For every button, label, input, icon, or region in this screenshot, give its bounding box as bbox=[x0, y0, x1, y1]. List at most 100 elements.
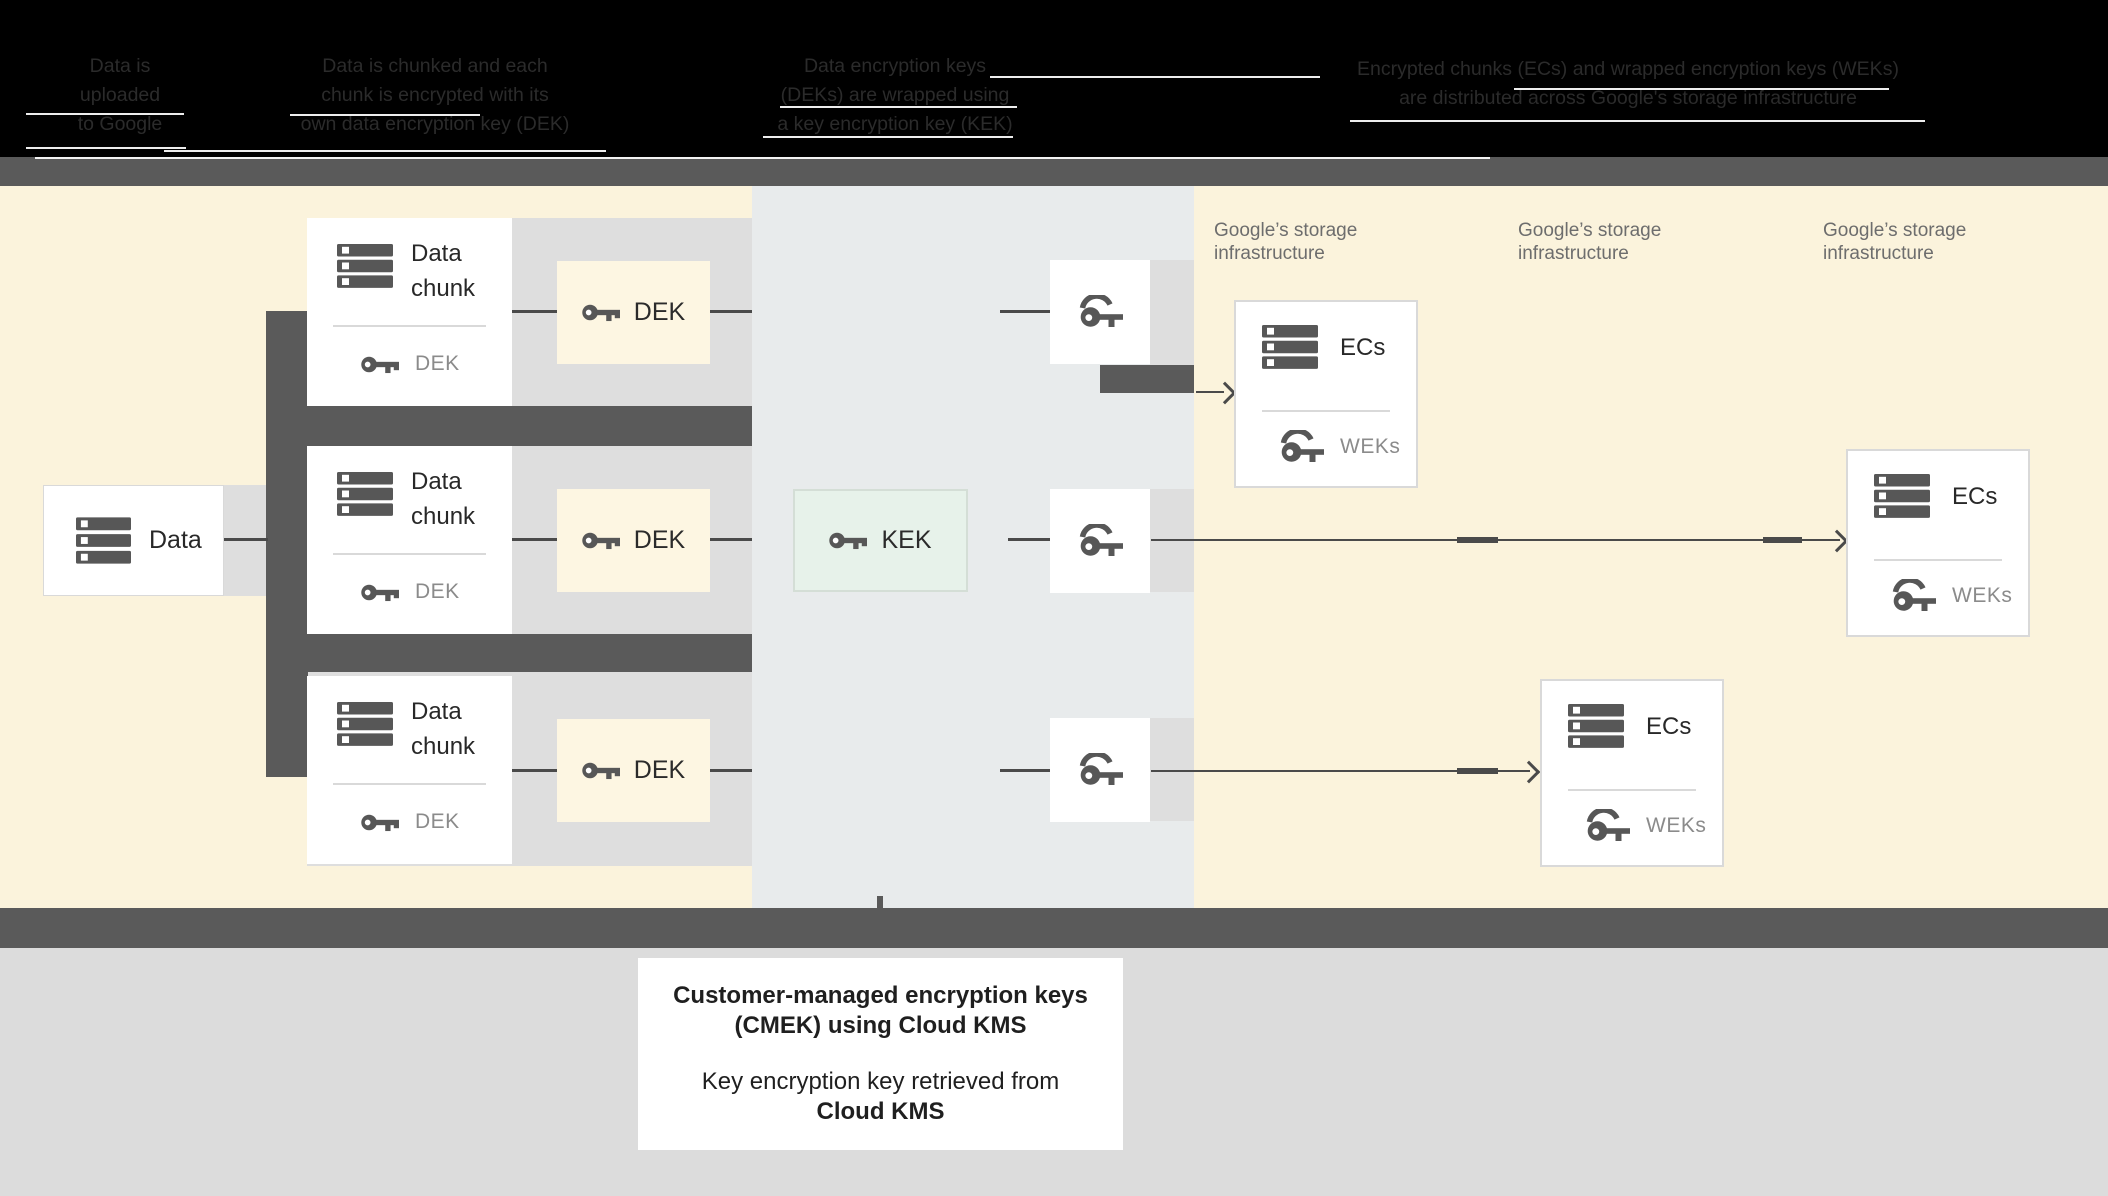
card-divider bbox=[333, 783, 486, 785]
ecs-card: ECs WEKs bbox=[1234, 300, 1418, 488]
ecs-wek-label: WEKs bbox=[1646, 814, 1707, 837]
wrapped-key-icon bbox=[1892, 579, 1936, 611]
chunk-dek-label: DEK bbox=[415, 580, 460, 603]
card-divider bbox=[1874, 559, 2002, 561]
connector-line bbox=[512, 769, 557, 772]
ecs-title: ECs bbox=[1952, 483, 1998, 510]
wrapped-key-box bbox=[1050, 260, 1150, 364]
key-icon bbox=[361, 356, 399, 373]
header-step-1-line: Data is bbox=[89, 55, 151, 77]
connector-bar bbox=[266, 406, 752, 446]
storage-infra-label: Google’s storage infrastructure bbox=[1823, 219, 2043, 265]
key-icon bbox=[361, 814, 399, 831]
header-step-4: Encrypted chunks (ECs) and wrapped encry… bbox=[1320, 55, 1936, 113]
header-step-4-line: Encrypted chunks (ECs) and wrapped encry… bbox=[1357, 58, 1899, 80]
arrow-line bbox=[1151, 770, 1530, 772]
chunk-title: Data chunk bbox=[411, 694, 475, 764]
chunk-dek-label: DEK bbox=[415, 352, 460, 375]
data-chunk-card: Data chunk DEK bbox=[307, 676, 512, 864]
storage-icon bbox=[1262, 325, 1318, 369]
connector-line bbox=[224, 538, 268, 541]
storage-icon bbox=[337, 702, 393, 746]
footer-area: Customer-managed encryption keys (CMEK) … bbox=[0, 948, 2108, 1196]
caption-card: Customer-managed encryption keys (CMEK) … bbox=[638, 958, 1123, 1150]
dek-box: DEK bbox=[557, 719, 710, 822]
header-step-2-line: chunk is encrypted with its bbox=[321, 84, 549, 106]
header-step-4-line: are distributed across Google's storage … bbox=[1399, 87, 1857, 109]
arrowhead bbox=[1517, 760, 1541, 784]
connector-line bbox=[512, 538, 557, 541]
underline-artifact bbox=[1514, 88, 1889, 90]
arrow-line bbox=[1196, 391, 1224, 393]
header-step-3-line: (DEKs) are wrapped using bbox=[780, 84, 1010, 106]
storage-infra-label-line: infrastructure bbox=[1214, 243, 1325, 264]
card-divider bbox=[1262, 410, 1390, 412]
data-chunk-card: Data chunk DEK bbox=[307, 446, 512, 634]
wrapped-key-box bbox=[1050, 718, 1150, 822]
key-icon bbox=[829, 532, 868, 550]
connector-line bbox=[710, 538, 752, 541]
header-step-2: Data is chunked and each chunk is encryp… bbox=[255, 52, 615, 139]
wek-flow-bar bbox=[1100, 365, 1194, 393]
dek-box-label: DEK bbox=[633, 756, 686, 784]
fanout-trunk bbox=[266, 311, 308, 777]
underline-artifact bbox=[164, 150, 606, 152]
card-divider bbox=[333, 553, 486, 555]
header-band: Data is uploaded to Google Data is chunk… bbox=[0, 0, 2108, 157]
underline-artifact bbox=[763, 136, 1013, 138]
wrapped-key-icon bbox=[1079, 524, 1123, 556]
arrow-dash bbox=[1763, 537, 1802, 543]
header-step-1-line: to Google bbox=[77, 113, 163, 135]
ecs-title: ECs bbox=[1646, 713, 1692, 740]
dek-box: DEK bbox=[557, 261, 710, 364]
underline-artifact bbox=[780, 106, 1017, 108]
chunk-title-line: Data bbox=[411, 698, 462, 725]
chunk-title-line: chunk bbox=[411, 503, 476, 530]
dek-box: DEK bbox=[557, 489, 710, 592]
header-step-3-line: a key encryption key (KEK) bbox=[777, 113, 1013, 135]
underline-artifact bbox=[290, 114, 480, 116]
connector-line bbox=[512, 310, 557, 313]
storage-icon bbox=[1568, 704, 1624, 748]
ecs-wek-label: WEKs bbox=[1952, 584, 2013, 607]
arrowhead bbox=[1825, 529, 1849, 553]
storage-infra-label-line: Google’s storage bbox=[1518, 220, 1662, 241]
kek-box: KEK bbox=[793, 489, 968, 592]
wrapped-key-icon bbox=[1079, 753, 1123, 785]
connector-line bbox=[1000, 310, 1050, 313]
card-divider bbox=[333, 325, 486, 327]
caption-subtitle-line: Cloud KMS bbox=[816, 1098, 945, 1125]
underline-artifact bbox=[990, 76, 1320, 78]
key-icon bbox=[582, 532, 620, 550]
key-icon bbox=[582, 304, 620, 322]
data-chunk-card: Data chunk DEK bbox=[307, 218, 512, 406]
storage-infra-label-line: Google’s storage bbox=[1214, 220, 1358, 241]
card-divider bbox=[1568, 789, 1696, 791]
storage-infra-label-line: Google’s storage bbox=[1823, 220, 1967, 241]
arrowhead bbox=[1213, 381, 1237, 405]
ecs-card: ECs WEKs bbox=[1846, 449, 2030, 637]
keybox-shadow bbox=[1150, 260, 1194, 367]
dek-box-label: DEK bbox=[633, 526, 686, 554]
underline-artifact bbox=[1350, 120, 1925, 122]
chunk-title-line: chunk bbox=[411, 733, 476, 760]
chunk-title: Data chunk bbox=[411, 464, 475, 534]
header-step-2-line: own data encryption key (DEK) bbox=[300, 113, 570, 135]
ecs-wek-label: WEKs bbox=[1340, 435, 1401, 458]
arrow-dash bbox=[1457, 768, 1498, 774]
caption-title-line: (CMEK) using Cloud KMS bbox=[734, 1012, 1027, 1039]
header-step-3: Data encryption keys (DEKs) are wrapped … bbox=[750, 52, 1040, 139]
key-icon bbox=[582, 762, 620, 780]
storage-infra-label-line: infrastructure bbox=[1518, 243, 1629, 264]
underline-artifact bbox=[26, 147, 186, 149]
connector-line bbox=[710, 769, 752, 772]
wrapped-key-icon bbox=[1079, 295, 1123, 327]
header-step-3-line: Data encryption keys bbox=[803, 55, 987, 77]
key-icon bbox=[361, 584, 399, 601]
ecs-title: ECs bbox=[1340, 334, 1386, 361]
chunk-title-line: Data bbox=[411, 240, 462, 267]
data-box: Data bbox=[43, 485, 224, 596]
storage-icon bbox=[337, 244, 393, 288]
ecs-card: ECs WEKs bbox=[1540, 679, 1724, 867]
